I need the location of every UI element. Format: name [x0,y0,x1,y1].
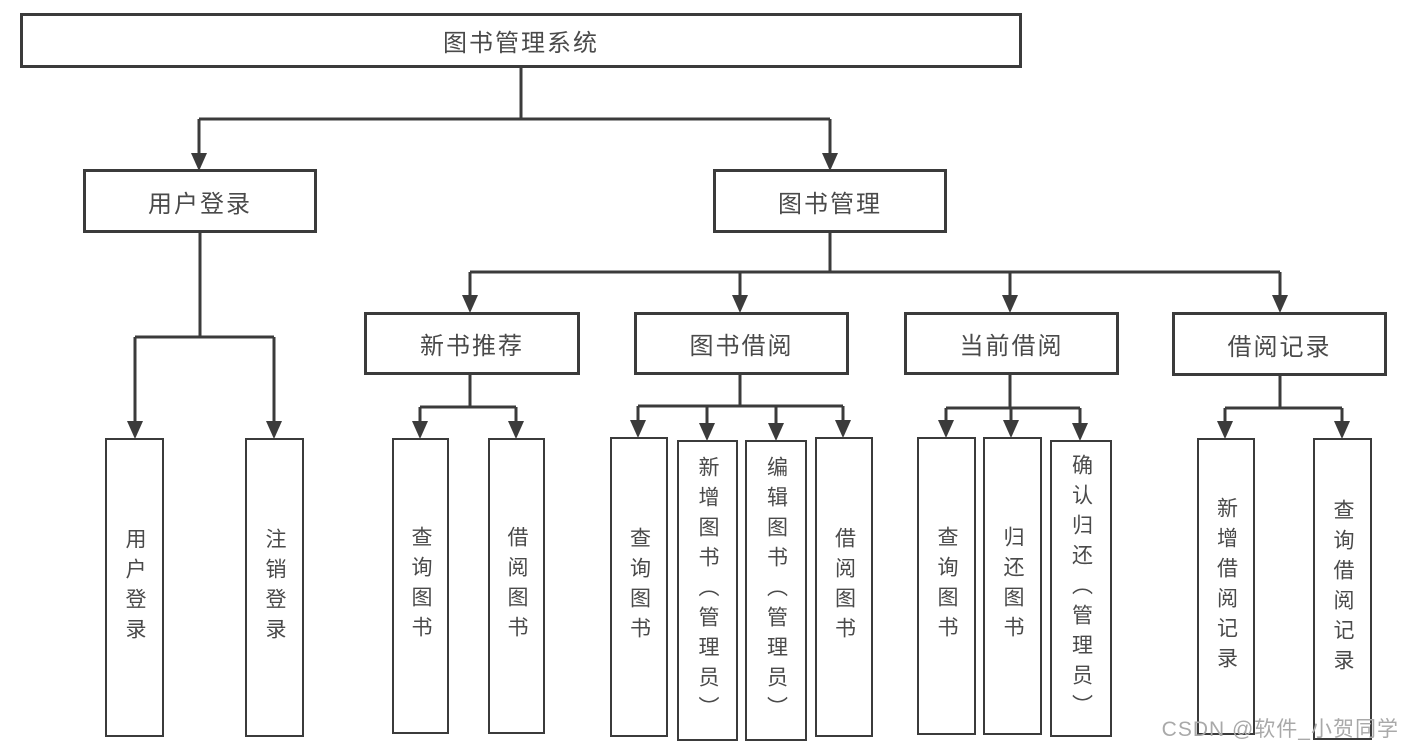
arrow-down-icon [1072,423,1088,441]
arrow-down-icon [630,420,646,438]
node-borrowing-records: 借阅记录 [1172,312,1387,376]
connector-user-login-children [133,233,276,424]
connector-book-management-children [468,233,1282,298]
leaf-cb-confirm-return-admin-label: 确认归还（管理员） [1069,453,1093,724]
node-current-borrowing: 当前借阅 [904,312,1119,375]
leaf-nb-query-books-label: 查询图书 [409,526,432,646]
leaf-bb-query-books-label: 查询图书 [627,527,651,647]
leaf-bb-edit-books-admin-label: 编辑图书（管理员） [764,455,788,726]
watermark: CSDN @软件_小贺同学 [1161,718,1399,741]
leaf-cb-query-books: 查询图书 [917,437,976,735]
leaf-user-login: 用户登录 [105,438,164,737]
node-book-borrowing-label: 图书借阅 [689,333,794,360]
leaf-bb-borrow-books: 借阅图书 [815,437,873,737]
leaf-cb-return-books: 归还图书 [983,437,1042,735]
leaf-nb-borrow-books: 借阅图书 [488,438,545,734]
arrow-down-icon [699,423,715,441]
arrow-down-icon [127,421,143,439]
connector-root-to-level2 [197,68,832,156]
arrow-down-icon [1272,295,1288,313]
leaf-nb-query-books: 查询图书 [392,438,449,734]
leaf-nb-borrow-books-label: 借阅图书 [505,526,528,646]
leaf-br-query-record: 查询借阅记录 [1313,438,1372,740]
leaf-bb-query-books: 查询图书 [610,437,668,737]
connector-new-book-children [418,375,518,424]
arrow-down-icon [1217,421,1233,439]
leaf-user-login-label: 用户登录 [123,527,146,648]
arrow-down-icon [462,295,478,313]
node-current-borrowing-label: 当前借阅 [959,333,1064,360]
leaf-logout: 注销登录 [245,438,304,737]
leaf-bb-borrow-books-label: 借阅图书 [832,527,856,647]
arrow-down-icon [835,420,851,438]
node-library-management-system: 图书管理系统 [20,13,1022,68]
node-book-borrowing: 图书借阅 [634,312,849,375]
connector-current-borrowing-children [944,375,1082,426]
leaf-cb-return-books-label: 归还图书 [1001,526,1024,646]
leaf-cb-query-books-label: 查询图书 [935,526,958,646]
arrow-down-icon [1002,295,1018,313]
node-new-book-recommendation: 新书推荐 [364,312,580,375]
arrow-down-icon [412,421,428,439]
leaf-br-query-record-label: 查询借阅记录 [1331,499,1354,679]
leaf-bb-add-books-admin-label: 新增图书（管理员） [696,455,719,726]
arrow-down-icon [1334,421,1350,439]
node-user-login-label: 用户登录 [148,190,252,218]
leaf-bb-edit-books-admin: 编辑图书（管理员） [745,440,807,741]
node-book-management-label: 图书管理 [778,190,882,218]
leaf-bb-add-books-admin: 新增图书（管理员） [677,440,738,741]
node-user-login: 用户登录 [83,169,317,233]
arrow-down-icon [938,420,954,438]
leaf-br-add-record-label: 新增借阅记录 [1214,496,1238,677]
arrow-down-icon [768,423,784,441]
node-new-book-recommendation-label: 新书推荐 [420,333,524,360]
leaf-logout-label: 注销登录 [263,527,286,648]
node-borrowing-records-label: 借阅记录 [1227,333,1332,361]
connector-book-borrowing-children [636,375,845,426]
leaf-cb-confirm-return-admin: 确认归还（管理员） [1050,440,1112,737]
arrow-down-icon [732,295,748,313]
arrow-down-icon [266,421,282,439]
node-library-management-system-label: 图书管理系统 [443,30,599,57]
node-book-management: 图书管理 [713,169,947,233]
connector-borrowing-records-children [1223,375,1344,424]
leaf-br-add-record: 新增借阅记录 [1197,438,1255,735]
arrow-down-icon [1003,420,1019,438]
arrow-down-icon [508,421,524,439]
